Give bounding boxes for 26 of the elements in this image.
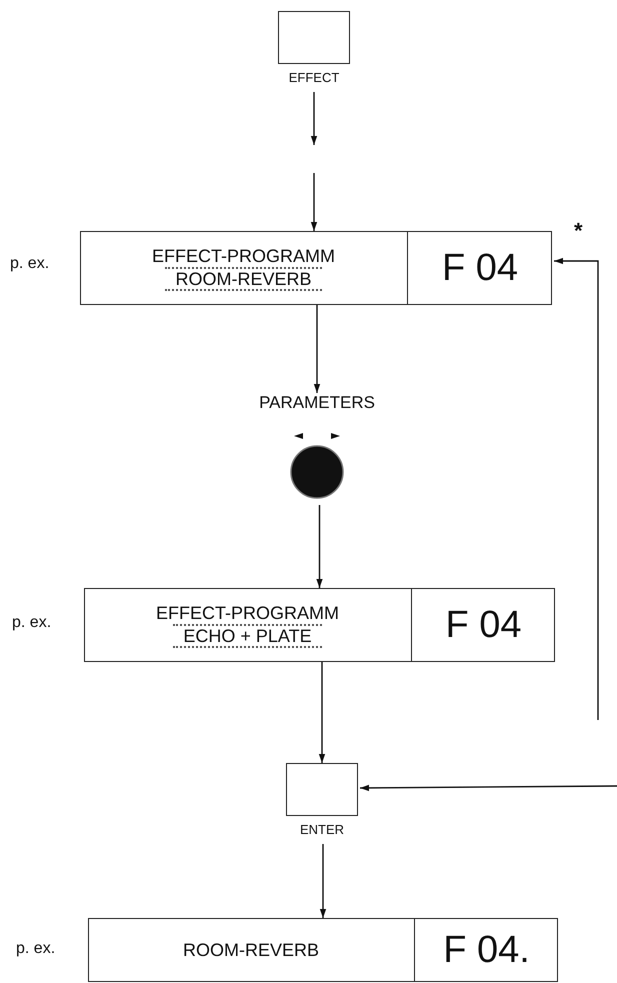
arrow <box>320 844 326 918</box>
key-label: EFFECT <box>288 70 340 85</box>
program-number: F 04 <box>445 604 522 646</box>
display-panel <box>88 918 558 982</box>
example-label: p. ex. <box>12 614 52 632</box>
arrow <box>360 784 617 792</box>
program-number: F 04. <box>443 928 530 972</box>
display-panel <box>84 588 555 662</box>
example-label: p. ex. <box>10 255 50 273</box>
display-text: EFFECT-PROGRAMM <box>156 602 339 624</box>
display-panel <box>80 231 552 305</box>
blinking-display-text: ECHO + PLATE <box>173 624 322 648</box>
display-text: EFFECT-PROGRAMM <box>152 245 335 267</box>
arrow <box>310 173 318 231</box>
arrow <box>554 258 599 720</box>
display-text: ROOM-REVERB <box>182 939 319 961</box>
blinking-display-text: ROOM-REVERB <box>165 267 322 291</box>
arrow <box>318 662 326 763</box>
program-number: F 04 <box>442 246 518 290</box>
example-label: p. ex. <box>16 940 56 958</box>
key-label: ENTER <box>298 822 346 837</box>
footnote-mark: * <box>574 218 583 244</box>
knob-label: PARAMETERS <box>258 393 376 413</box>
arrow <box>310 92 318 145</box>
arrow <box>314 305 320 393</box>
arrow <box>316 505 323 588</box>
